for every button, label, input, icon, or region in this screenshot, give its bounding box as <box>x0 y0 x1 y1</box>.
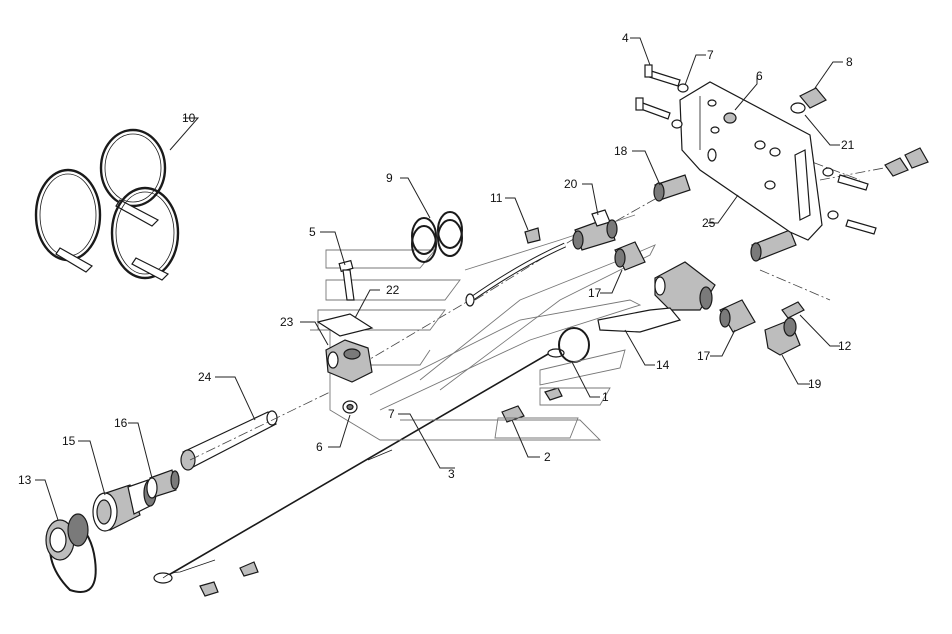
control-rod <box>153 348 565 584</box>
snap-ring <box>558 327 590 363</box>
valve-block <box>654 261 716 311</box>
callout-6-lower: 6 <box>316 440 323 454</box>
clamp-plate <box>316 313 374 337</box>
callout-9: 9 <box>386 171 393 185</box>
o-rings <box>411 211 463 263</box>
adapter-fitting <box>146 469 180 499</box>
callout-6-upper: 6 <box>756 69 763 83</box>
callout-16: 16 <box>114 416 128 430</box>
callout-10: 10 <box>182 111 196 125</box>
callout-22: 22 <box>386 283 400 297</box>
callout-19: 19 <box>808 377 822 391</box>
callout-25: 25 <box>702 216 716 230</box>
tee-fitting <box>572 209 618 251</box>
callout-24: 24 <box>198 370 212 384</box>
cable-tie-set <box>34 128 180 281</box>
bolt <box>338 259 355 301</box>
callout-13: 13 <box>18 473 32 487</box>
callout-11: 11 <box>490 191 503 205</box>
callout-4: 4 <box>622 31 629 45</box>
hose-pipe <box>180 410 278 471</box>
clip-12 <box>781 301 805 319</box>
washer-lower <box>342 400 358 414</box>
elbow-fitting <box>764 317 801 356</box>
callout-5: 5 <box>309 225 316 239</box>
callout-14: 14 <box>656 358 670 372</box>
callouts: 1 2 3 4 5 6 6 7 7 8 9 10 11 12 13 14 15 … <box>18 31 855 487</box>
callout-18: 18 <box>614 144 628 158</box>
callout-3: 3 <box>448 467 455 481</box>
mounting-bracket <box>597 307 682 333</box>
callout-1: 1 <box>602 390 609 404</box>
leader-lines <box>35 37 843 521</box>
callout-7-upper: 7 <box>707 48 714 62</box>
clips <box>199 387 563 597</box>
straight-fitting-right <box>750 229 797 262</box>
dust-cap <box>45 513 97 593</box>
callout-17-lower: 17 <box>697 349 711 363</box>
callout-15: 15 <box>62 434 76 448</box>
quick-coupling <box>92 479 157 532</box>
callout-2: 2 <box>544 450 551 464</box>
callout-20: 20 <box>564 177 578 191</box>
union-nut-lower <box>719 299 756 333</box>
straight-fitting <box>653 174 691 202</box>
callout-17-upper: 17 <box>588 286 602 300</box>
hose-line <box>465 227 567 307</box>
callout-12: 12 <box>838 339 852 353</box>
bracket-hardware <box>635 64 929 235</box>
callout-8: 8 <box>846 55 853 69</box>
callout-23: 23 <box>280 315 294 329</box>
clamp-block <box>325 339 373 383</box>
union-nut-upper <box>614 241 646 271</box>
callout-7-lower: 7 <box>388 407 395 421</box>
callout-21: 21 <box>841 138 855 152</box>
